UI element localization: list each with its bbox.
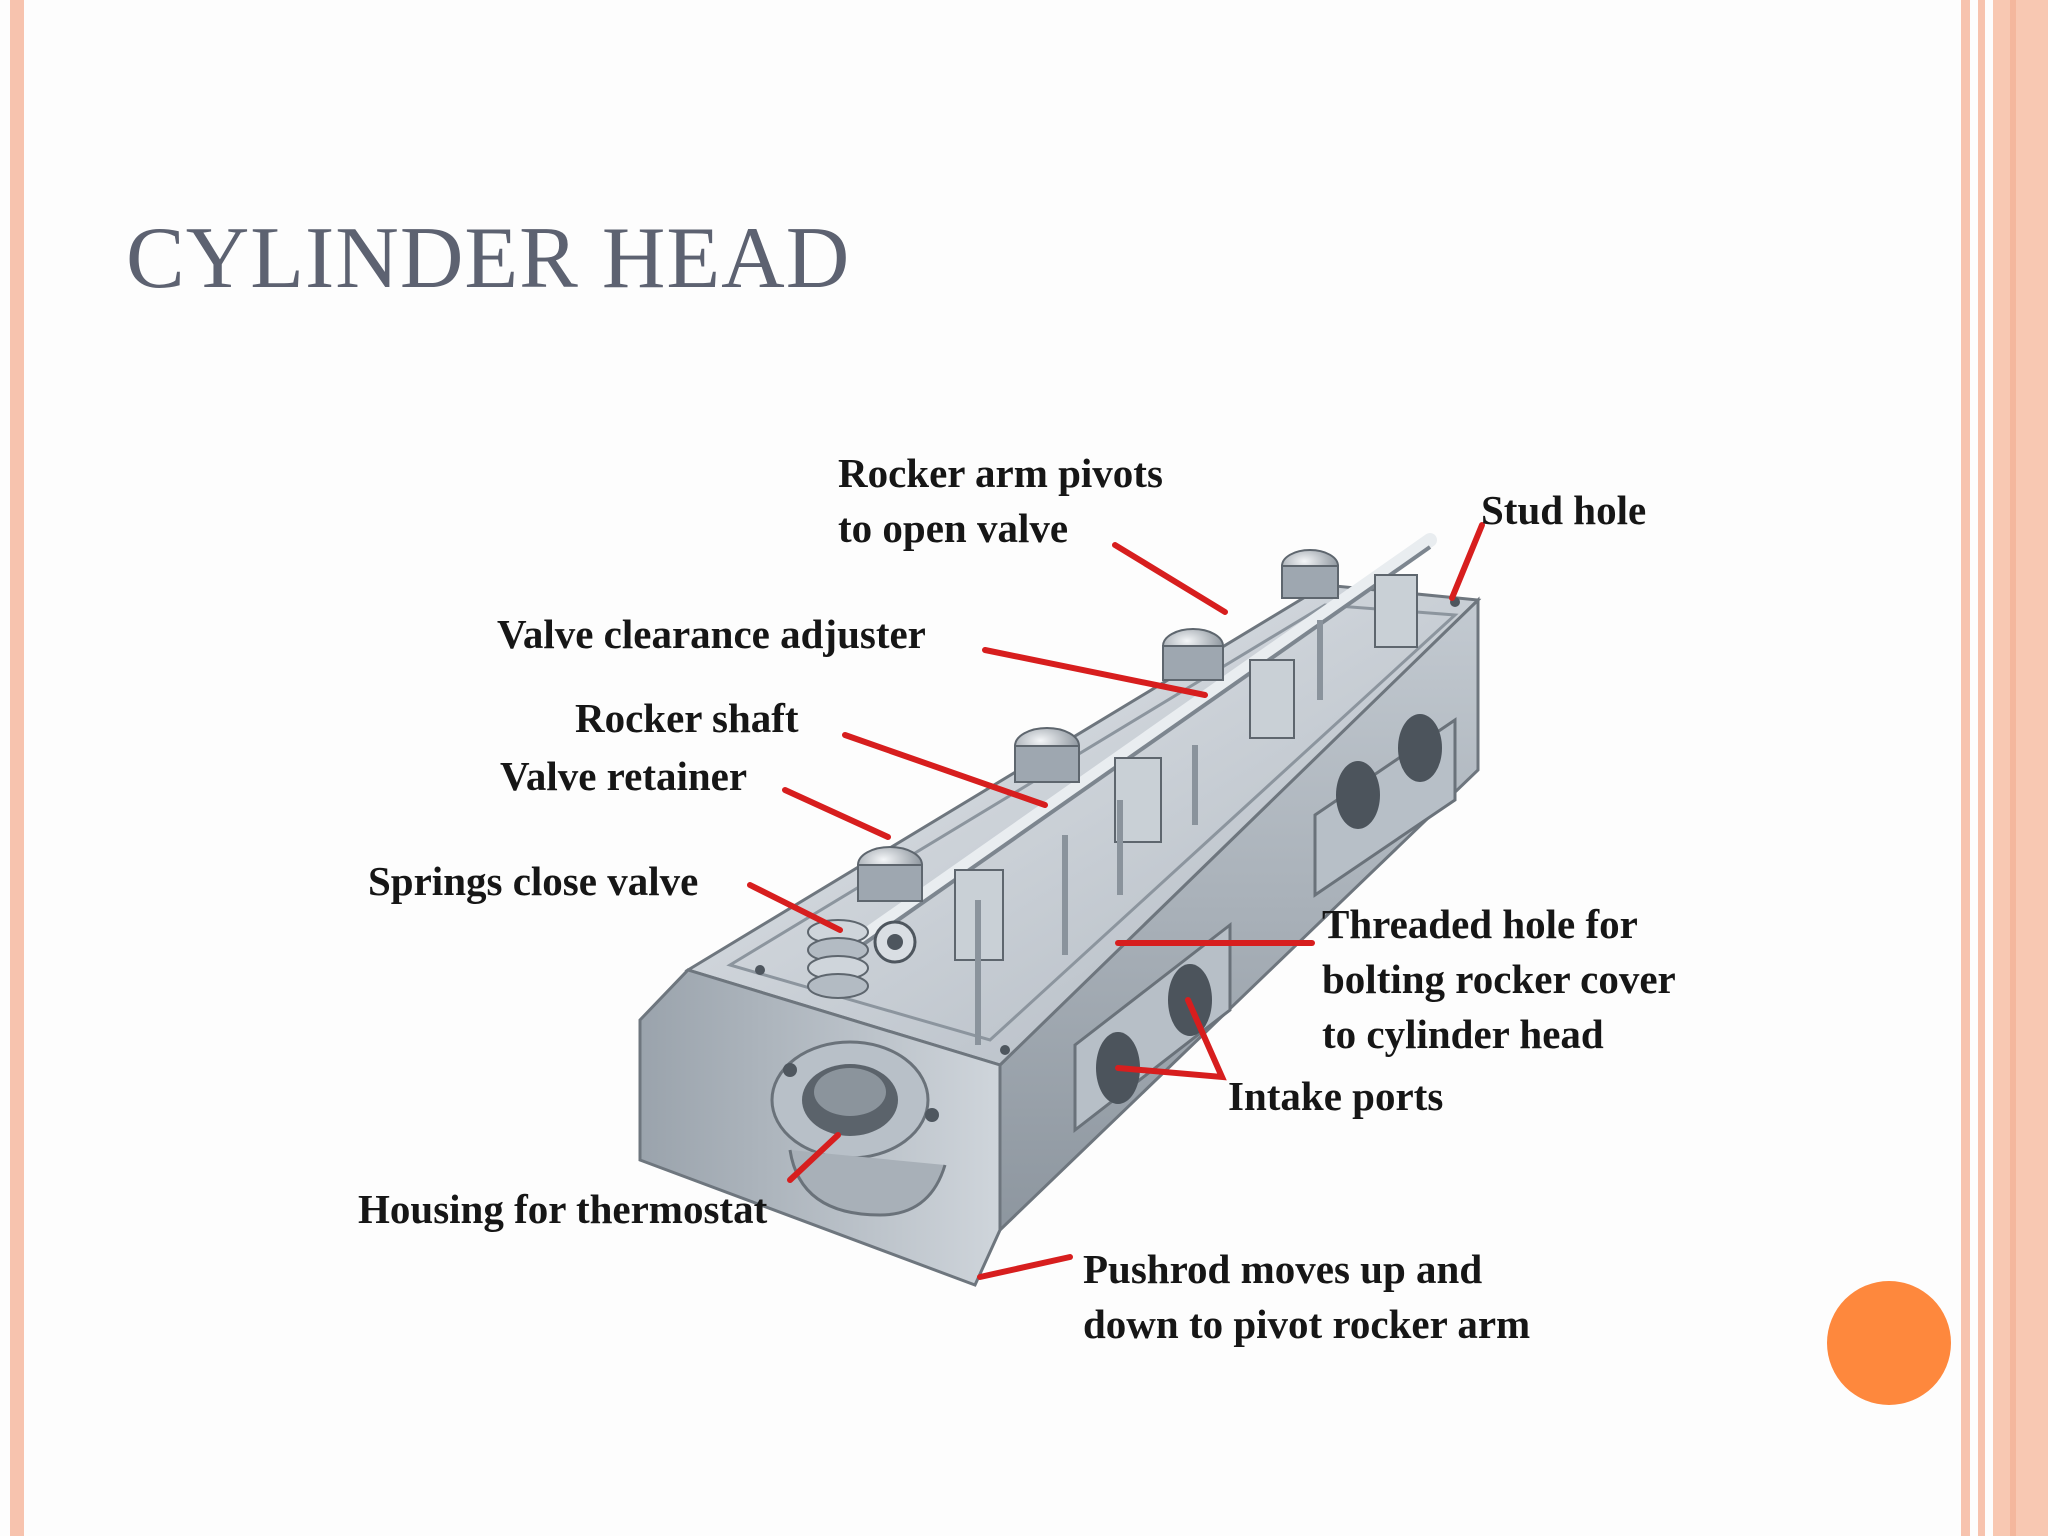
cylinder-head-body: [638, 533, 1482, 1287]
right-border-stripe: [1978, 0, 1985, 1536]
valve-spring: [807, 919, 917, 999]
label-valve-retainer: Valve retainer: [500, 753, 747, 799]
leader-pushrod: [977, 1254, 1073, 1280]
rocker-unit: [1162, 628, 1295, 739]
leader-lines: [747, 522, 1485, 1280]
rocker-unit: [1281, 549, 1418, 648]
label-intake-ports: Intake ports: [1228, 1073, 1443, 1119]
leader-housing: [787, 1132, 841, 1183]
label-rocker-arm-pivots: Rocker arm pivots: [838, 450, 1163, 496]
label-threaded-hole-line3: to cylinder head: [1322, 1011, 1604, 1057]
label-valve-clearance-adjuster: Valve clearance adjuster: [497, 611, 926, 657]
leader-springs: [747, 882, 843, 933]
label-threaded-hole: Threaded hole for: [1322, 901, 1638, 947]
label-threaded-hole-line2: bolting rocker cover: [1322, 956, 1676, 1002]
label-pushrod-line2: down to pivot rocker arm: [1083, 1301, 1530, 1347]
label-housing-for-thermostat: Housing for thermostat: [358, 1186, 768, 1232]
leader-intake-ports: [1115, 997, 1227, 1081]
leader-rocker-arm: [1112, 542, 1228, 615]
slide-title: CYLINDER HEAD: [126, 210, 851, 307]
right-border-stripe: [2010, 0, 2016, 1536]
left-border-stripe: [10, 0, 24, 1536]
rocker-unit: [857, 846, 1004, 961]
right-border-stripe: [1961, 0, 1970, 1536]
leader-stud-hole: [1449, 522, 1485, 601]
decorative-orange-circle: [1827, 1281, 1951, 1405]
label-springs-close-valve: Springs close valve: [368, 858, 698, 904]
label-pushrod: Pushrod moves up and: [1083, 1246, 1482, 1292]
label-rocker-shaft: Rocker shaft: [575, 695, 799, 741]
right-border-band: [1993, 0, 2048, 1536]
intake-port-flange: [1313, 714, 1457, 898]
label-rocker-arm-pivots-line2: to open valve: [838, 505, 1068, 551]
rocker-shaft: [831, 533, 1437, 962]
leader-valve-retainer: [782, 787, 891, 840]
leader-rocker-shaft: [842, 732, 1048, 808]
leader-valve-clearance: [982, 647, 1208, 698]
label-stud-hole: Stud hole: [1481, 487, 1646, 533]
